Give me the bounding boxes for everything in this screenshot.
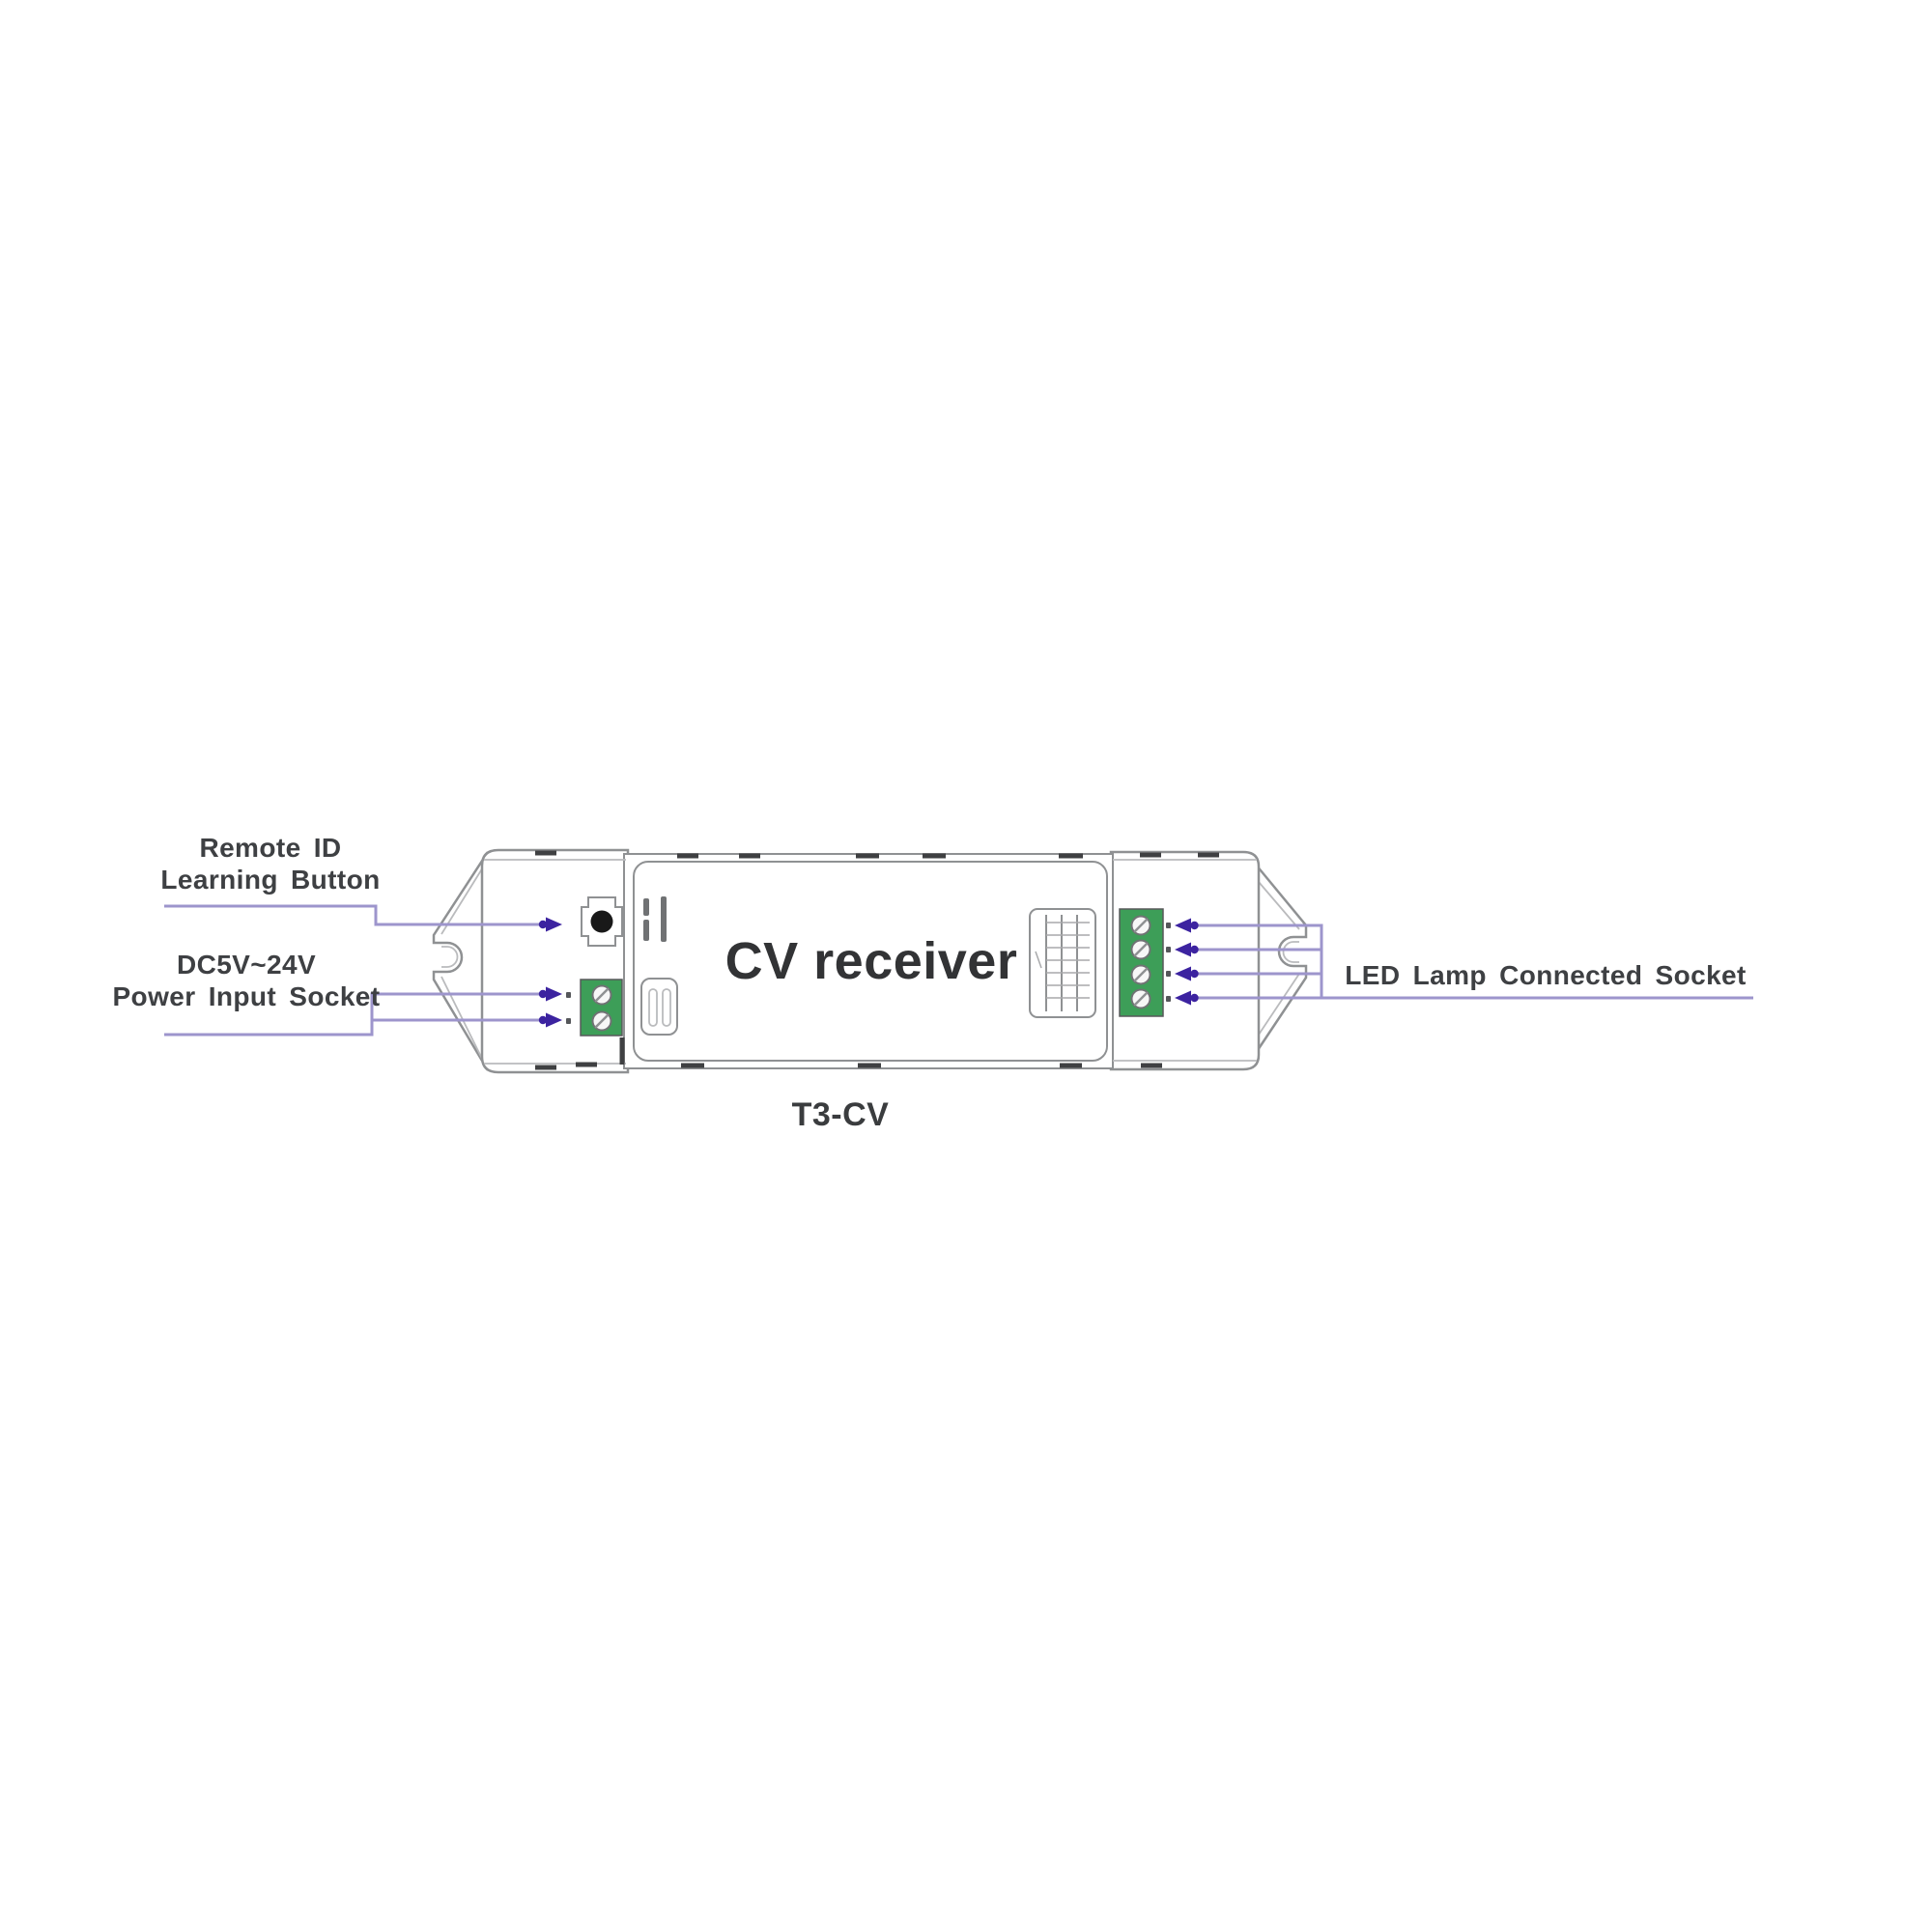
power-input-callout-label: DC5V~24V Power Input Socket xyxy=(92,949,401,1012)
device xyxy=(432,848,1308,1074)
remote-id-line1: Remote ID xyxy=(199,833,342,863)
power-input-line2: Power Input Socket xyxy=(112,981,381,1011)
power-input-line1: DC5V~24V xyxy=(176,950,317,980)
remote-id-connector xyxy=(164,904,562,932)
led-output-callout-label: LED Lamp Connected Socket xyxy=(1333,959,1758,991)
remote-id-line2: Learning Button xyxy=(160,865,381,895)
cap-inner-lines xyxy=(484,859,1257,1065)
remote-id-callout-label: Remote ID Learning Button xyxy=(116,832,425,895)
edge-ticks xyxy=(535,850,1219,1070)
device-face-label: CV receiver xyxy=(724,932,1018,990)
main-face xyxy=(633,861,1108,1062)
output-terminal-block-icon xyxy=(1119,908,1171,1017)
device-model-label: T3-CV xyxy=(791,1096,890,1133)
power-input-connector xyxy=(164,986,562,1037)
led-output-connector xyxy=(1175,918,1753,1006)
callout-connectors xyxy=(164,904,1753,1037)
polarity-bars-icon xyxy=(643,896,667,942)
learning-button-icon xyxy=(581,896,623,947)
wiring-grid-label-icon xyxy=(1029,908,1096,1018)
led-output-line1: LED Lamp Connected Socket xyxy=(1345,960,1747,990)
power-terminal-block-icon xyxy=(566,979,623,1037)
learning-button-cap xyxy=(590,910,613,933)
port-slot-icon xyxy=(640,978,678,1036)
left-end-cap xyxy=(480,848,630,1074)
mounting-tab-left-icon xyxy=(432,851,490,1071)
mounting-tab-right-icon xyxy=(1252,864,1308,1054)
